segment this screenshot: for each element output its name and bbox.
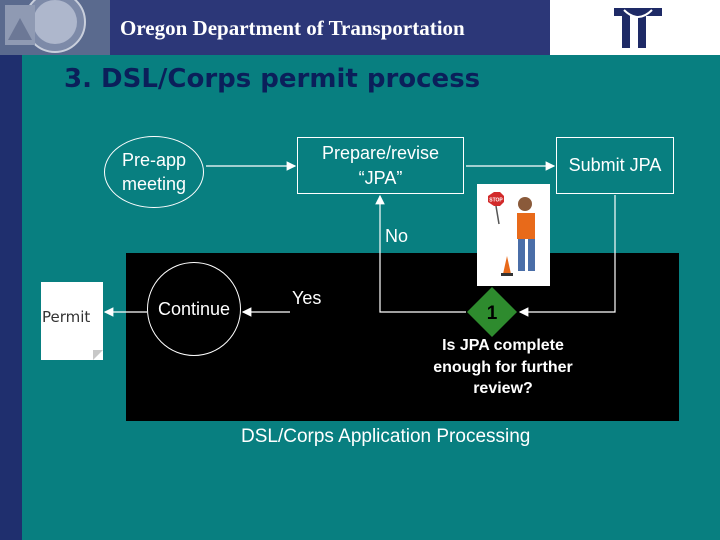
processing-label: DSL/Corps Application Processing bbox=[241, 426, 531, 447]
no-label: No bbox=[385, 226, 409, 246]
stop-sign-text: STOP bbox=[489, 198, 503, 204]
decision-number: 1 bbox=[487, 303, 498, 324]
oregon-seal-icon bbox=[0, 0, 110, 55]
continue-node: Continue bbox=[147, 262, 241, 356]
permit-label: Permit bbox=[42, 308, 91, 326]
permit-document-icon bbox=[41, 282, 103, 360]
org-title: Oregon Department of Transportation bbox=[120, 16, 465, 40]
decision-question: Is JPA complete enough for further revie… bbox=[433, 337, 573, 398]
preapp-meeting-node: Pre-app meeting bbox=[104, 136, 204, 208]
decision-diamond: 1 bbox=[466, 286, 518, 338]
stop-sign-worker-image: STOP bbox=[477, 184, 550, 286]
yes-label: Yes bbox=[292, 288, 322, 308]
slide-title: 3. DSL/Corps permit process bbox=[64, 64, 481, 94]
left-accent-bar bbox=[0, 0, 22, 540]
prepare-jpa-node: Prepare/revise “JPA” bbox=[297, 137, 464, 194]
submit-jpa-node: Submit JPA bbox=[556, 137, 674, 194]
odot-logo-icon bbox=[610, 4, 666, 52]
